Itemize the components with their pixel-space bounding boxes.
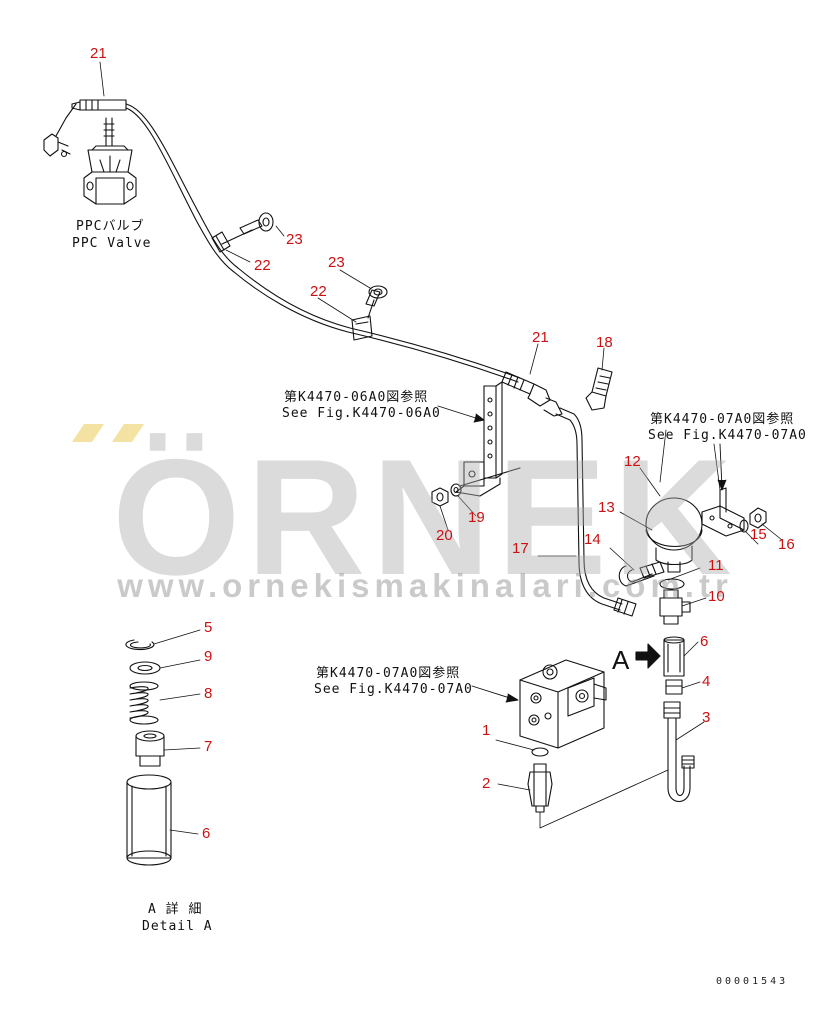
valve-fitting bbox=[43, 103, 77, 158]
nut-20 bbox=[431, 487, 449, 507]
callout-1: 1 bbox=[482, 722, 491, 739]
hose-21-upper bbox=[71, 99, 521, 383]
callout-21-lower: 21 bbox=[532, 329, 549, 346]
ppc-valve-label-en: PPC Valve bbox=[72, 236, 152, 251]
callout-20: 20 bbox=[436, 527, 453, 544]
callout-16: 16 bbox=[778, 536, 795, 553]
snap-ring-5 bbox=[125, 639, 155, 651]
callout-9: 9 bbox=[204, 648, 213, 665]
leader-lines bbox=[99, 61, 783, 835]
ref-07a0-bottom-en: See Fig.K4470-07A0 bbox=[314, 682, 473, 697]
callout-6-detail: 6 bbox=[202, 825, 211, 842]
callout-10: 10 bbox=[708, 588, 725, 605]
callout-22-lower: 22 bbox=[310, 283, 327, 300]
washer-15 bbox=[739, 519, 749, 533]
watermark-brand: ÖRNEK bbox=[112, 425, 738, 609]
clamp-22-upper bbox=[211, 231, 231, 253]
washer-9 bbox=[129, 661, 161, 675]
watermark-url: www.ornekismakinalari.com.tr bbox=[117, 567, 733, 604]
callout-8: 8 bbox=[204, 685, 213, 702]
callout-23-upper: 23 bbox=[286, 231, 303, 248]
callout-19: 19 bbox=[468, 509, 485, 526]
ref-07a0-bottom-jp: 第K4470-07A0図参照 bbox=[316, 666, 461, 681]
tube-17 bbox=[555, 407, 637, 617]
callout-18: 18 bbox=[596, 334, 613, 351]
callout-3: 3 bbox=[702, 709, 711, 726]
elbow-18 bbox=[585, 367, 613, 411]
o-ring-1 bbox=[531, 747, 549, 757]
callout-12: 12 bbox=[624, 453, 641, 470]
drawing-code: 00001543 bbox=[716, 976, 789, 987]
piston-7 bbox=[135, 730, 165, 767]
detail-label-en: Detail A bbox=[142, 919, 213, 934]
callout-22-upper: 22 bbox=[254, 257, 271, 274]
tee-10 bbox=[659, 589, 691, 625]
bolt-23-upper bbox=[221, 212, 274, 245]
cylinder-6-detail bbox=[126, 774, 172, 866]
ref-07a0-top-jp: 第K4470-07A0図参照 bbox=[650, 412, 795, 427]
accumulator-bracket bbox=[701, 487, 745, 537]
ppc-valve bbox=[83, 117, 137, 205]
callout-4: 4 bbox=[702, 673, 711, 690]
bolt-23-lower bbox=[365, 285, 388, 319]
callout-7: 7 bbox=[204, 738, 213, 755]
callout-21-upper: 21 bbox=[90, 45, 107, 62]
hose-14 bbox=[618, 561, 665, 587]
ref-06a0-jp: 第K4470-06A0図参照 bbox=[284, 390, 429, 405]
callout-2: 2 bbox=[482, 775, 491, 792]
callout-11: 11 bbox=[708, 557, 724, 574]
nut-16 bbox=[749, 507, 767, 529]
callout-14: 14 bbox=[584, 531, 601, 548]
ref-06a0-en: See Fig.K4470-06A0 bbox=[282, 406, 441, 421]
connector-4 bbox=[665, 679, 683, 695]
clamp-22-lower bbox=[351, 315, 373, 341]
callout-6-right: 6 bbox=[700, 633, 709, 650]
callout-5: 5 bbox=[204, 619, 213, 636]
detail-label-jp: A 詳 細 bbox=[148, 902, 203, 917]
o-ring-11 bbox=[659, 578, 685, 590]
washer-19 bbox=[450, 467, 521, 497]
valve-block bbox=[519, 659, 607, 749]
reference-arrows bbox=[437, 405, 727, 703]
cylinder-6-right bbox=[663, 636, 685, 677]
callout-23-lower: 23 bbox=[328, 254, 345, 271]
ref-07a0-top-en: See Fig.K4470-07A0 bbox=[648, 428, 807, 443]
hose-3 bbox=[663, 701, 695, 803]
callout-15: 15 bbox=[750, 526, 767, 543]
view-arrow-a bbox=[635, 643, 661, 669]
callout-13: 13 bbox=[598, 499, 615, 516]
hose-21-lower-end bbox=[501, 371, 563, 417]
view-marker-label: A bbox=[612, 645, 630, 675]
spring-8 bbox=[129, 681, 159, 725]
adapter-2 bbox=[527, 763, 553, 813]
watermark-accent bbox=[72, 424, 144, 442]
bracket-06a0 bbox=[455, 381, 503, 497]
ppc-valve-label-jp: PPCバルブ bbox=[76, 219, 145, 234]
callout-17: 17 bbox=[512, 540, 529, 557]
